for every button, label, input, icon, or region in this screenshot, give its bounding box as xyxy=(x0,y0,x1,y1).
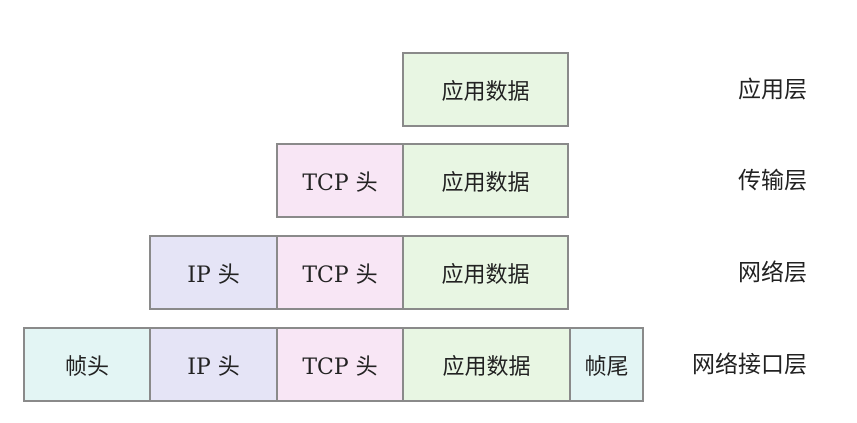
segment-frame: 帧尾 xyxy=(569,327,644,402)
segment-tcp: TCP 头 xyxy=(276,327,404,402)
segment-data: 应用数据 xyxy=(402,327,571,402)
segment-data: 应用数据 xyxy=(402,143,569,218)
layer-label: 网络层 xyxy=(738,259,807,286)
segment-tcp: TCP 头 xyxy=(276,143,404,218)
layer-label: 传输层 xyxy=(738,167,807,194)
layer-label: 应用层 xyxy=(738,76,807,103)
segment-data: 应用数据 xyxy=(402,52,569,127)
segment-tcp: TCP 头 xyxy=(276,235,404,310)
segment-data: 应用数据 xyxy=(402,235,569,310)
segment-ip: IP 头 xyxy=(149,235,278,310)
segment-frame: 帧头 xyxy=(23,327,151,402)
layer-label: 网络接口层 xyxy=(692,351,807,378)
segment-ip: IP 头 xyxy=(149,327,278,402)
